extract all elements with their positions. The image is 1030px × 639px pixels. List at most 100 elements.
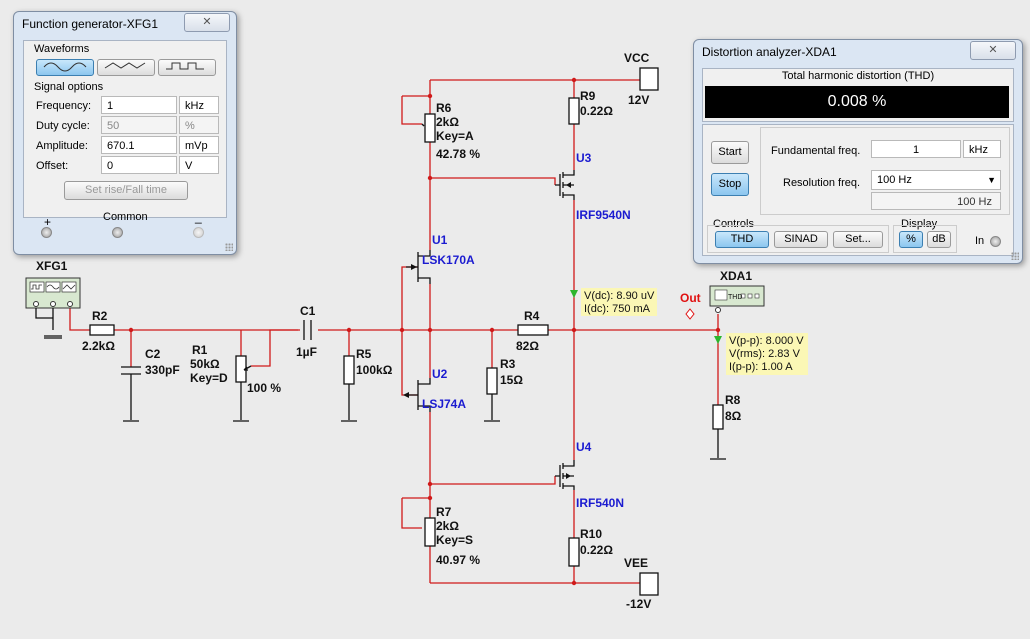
percent-button[interactable]: % [899,231,923,248]
amplitude-label: Amplitude: [36,140,88,152]
thd-header: Total harmonic distortion (THD) [781,70,935,82]
r6-value: 2kΩ [436,115,459,129]
capacitor-c2[interactable] [121,366,141,422]
fundamental-freq-label: Fundamental freq. [771,145,861,157]
thd-readout: 0.008 % [705,86,1009,118]
u3-part: IRF9540N [576,208,631,222]
offset-unit[interactable]: V [179,156,219,174]
resistor-r3[interactable] [484,367,500,422]
resistor-r8[interactable] [710,404,726,460]
stop-button[interactable]: Stop [711,173,749,196]
mosfet-u4[interactable] [555,460,575,490]
controls-group [707,225,889,253]
function-generator-panel: Waveforms Signal options Frequency: 1 kH… [23,40,227,218]
c2-value: 330pF [145,363,180,377]
jfet-u2[interactable] [403,378,431,412]
u3-name: U3 [576,151,592,165]
function-generator-titlebar[interactable]: Function generator-XFG1 ✕ [14,12,236,38]
start-button[interactable]: Start [711,141,749,164]
vee-value: -12V [626,597,651,611]
signal-options-label: Signal options [34,81,104,93]
probe-2-line3: I(p-p): 1.00 A [729,361,793,373]
sine-wave-button[interactable] [36,59,94,76]
r1-key: Key=D [190,371,228,385]
chevron-down-icon: ▼ [987,175,996,185]
common-terminal-icon[interactable] [112,227,123,238]
frequency-input[interactable]: 1 [101,96,177,114]
jfet-u1[interactable] [406,250,431,284]
xda1-box-text: THD [728,294,742,301]
distortion-analyzer-titlebar[interactable]: Distortion analyzer-XDA1 ✕ [694,40,1022,66]
probe-2-line1: V(p-p): 8.000 V [729,335,804,347]
input-terminal-label: In [975,235,985,247]
close-icon[interactable]: ✕ [184,13,230,32]
resistor-r2[interactable] [89,324,115,336]
c1-value: 1µF [296,345,317,359]
resistor-r4[interactable] [517,324,549,336]
r10-name: R10 [580,527,602,541]
fundamental-freq-unit[interactable]: kHz [963,140,1001,158]
resistor-r10[interactable] [568,537,580,567]
r8-name: R8 [725,393,741,407]
triangle-wave-button[interactable] [97,59,155,76]
minus-terminal-label: _ [195,210,202,224]
xfg1-instrument[interactable] [25,277,81,337]
square-wave-button[interactable] [158,59,216,76]
vcc-terminal[interactable] [639,67,659,91]
u1-part: LSK170A [422,253,475,267]
set-button[interactable]: Set... [833,231,883,248]
triangle-wave-icon [104,62,146,69]
sinad-button[interactable]: SINAD [774,231,828,248]
resize-grip-icon[interactable] [1011,252,1019,260]
function-generator-window[interactable]: Function generator-XFG1 ✕ Waveforms Sign… [13,11,237,255]
thd-button[interactable]: THD [715,231,769,248]
resistor-r5[interactable] [341,355,357,422]
resize-grip-icon[interactable] [225,243,233,251]
r4-value: 82Ω [516,339,539,353]
analyzer-controls-panel: Start Stop Fundamental freq. 1 kHz Resol… [702,124,1014,256]
out-marker[interactable] [685,308,695,320]
c2-name: C2 [145,347,161,361]
potentiometer-r7[interactable] [424,517,436,547]
controls-label: Controls [713,218,754,230]
amplitude-unit[interactable]: mVp [179,136,219,154]
out-label: Out [680,291,701,305]
offset-input[interactable]: 0 [101,156,177,174]
set-rise-fall-time-button[interactable]: Set rise/Fall time [64,181,188,200]
close-icon[interactable]: ✕ [970,41,1016,60]
common-terminal-label: Common [103,211,148,223]
xda1-label: XDA1 [720,269,752,283]
r5-value: 100kΩ [356,363,393,377]
r1-name: R1 [192,343,208,357]
mosfet-u3[interactable] [555,170,575,200]
resolution-freq-select[interactable]: 100 Hz ▼ [871,170,1001,190]
duty-cycle-unit[interactable]: % [179,116,219,134]
amplitude-input[interactable]: 670.1 [101,136,177,154]
thd-display-panel: Total harmonic distortion (THD) 0.008 % [702,68,1014,122]
vee-terminal[interactable] [639,572,659,596]
probe-1[interactable] [570,288,657,316]
db-button[interactable]: dB [927,231,951,248]
plus-terminal-icon[interactable] [41,227,52,238]
waveforms-label: Waveforms [34,43,90,55]
distortion-analyzer-window[interactable]: Distortion analyzer-XDA1 ✕ Total harmoni… [693,39,1023,264]
potentiometer-r1[interactable] [233,355,252,422]
junctions [128,77,721,586]
minus-terminal-icon[interactable] [193,227,204,238]
probe-2[interactable] [714,333,808,375]
xfg1-label: XFG1 [36,259,68,273]
frequency-unit[interactable]: kHz [179,96,219,114]
r10-value: 0.22Ω [580,543,613,557]
r6-name: R6 [436,101,452,115]
xda1-instrument[interactable] [709,285,765,313]
r2-value: 2.2kΩ [82,339,115,353]
fundamental-freq-input[interactable]: 1 [871,140,961,158]
duty-cycle-input[interactable]: 50 [101,116,177,134]
resistor-r9[interactable] [568,97,580,125]
frequency-group [760,127,1010,215]
capacitor-c1[interactable] [303,320,312,340]
potentiometer-r6[interactable] [421,113,436,143]
r1-percent: 100 % [247,381,281,395]
input-terminal-icon[interactable] [990,236,1001,247]
